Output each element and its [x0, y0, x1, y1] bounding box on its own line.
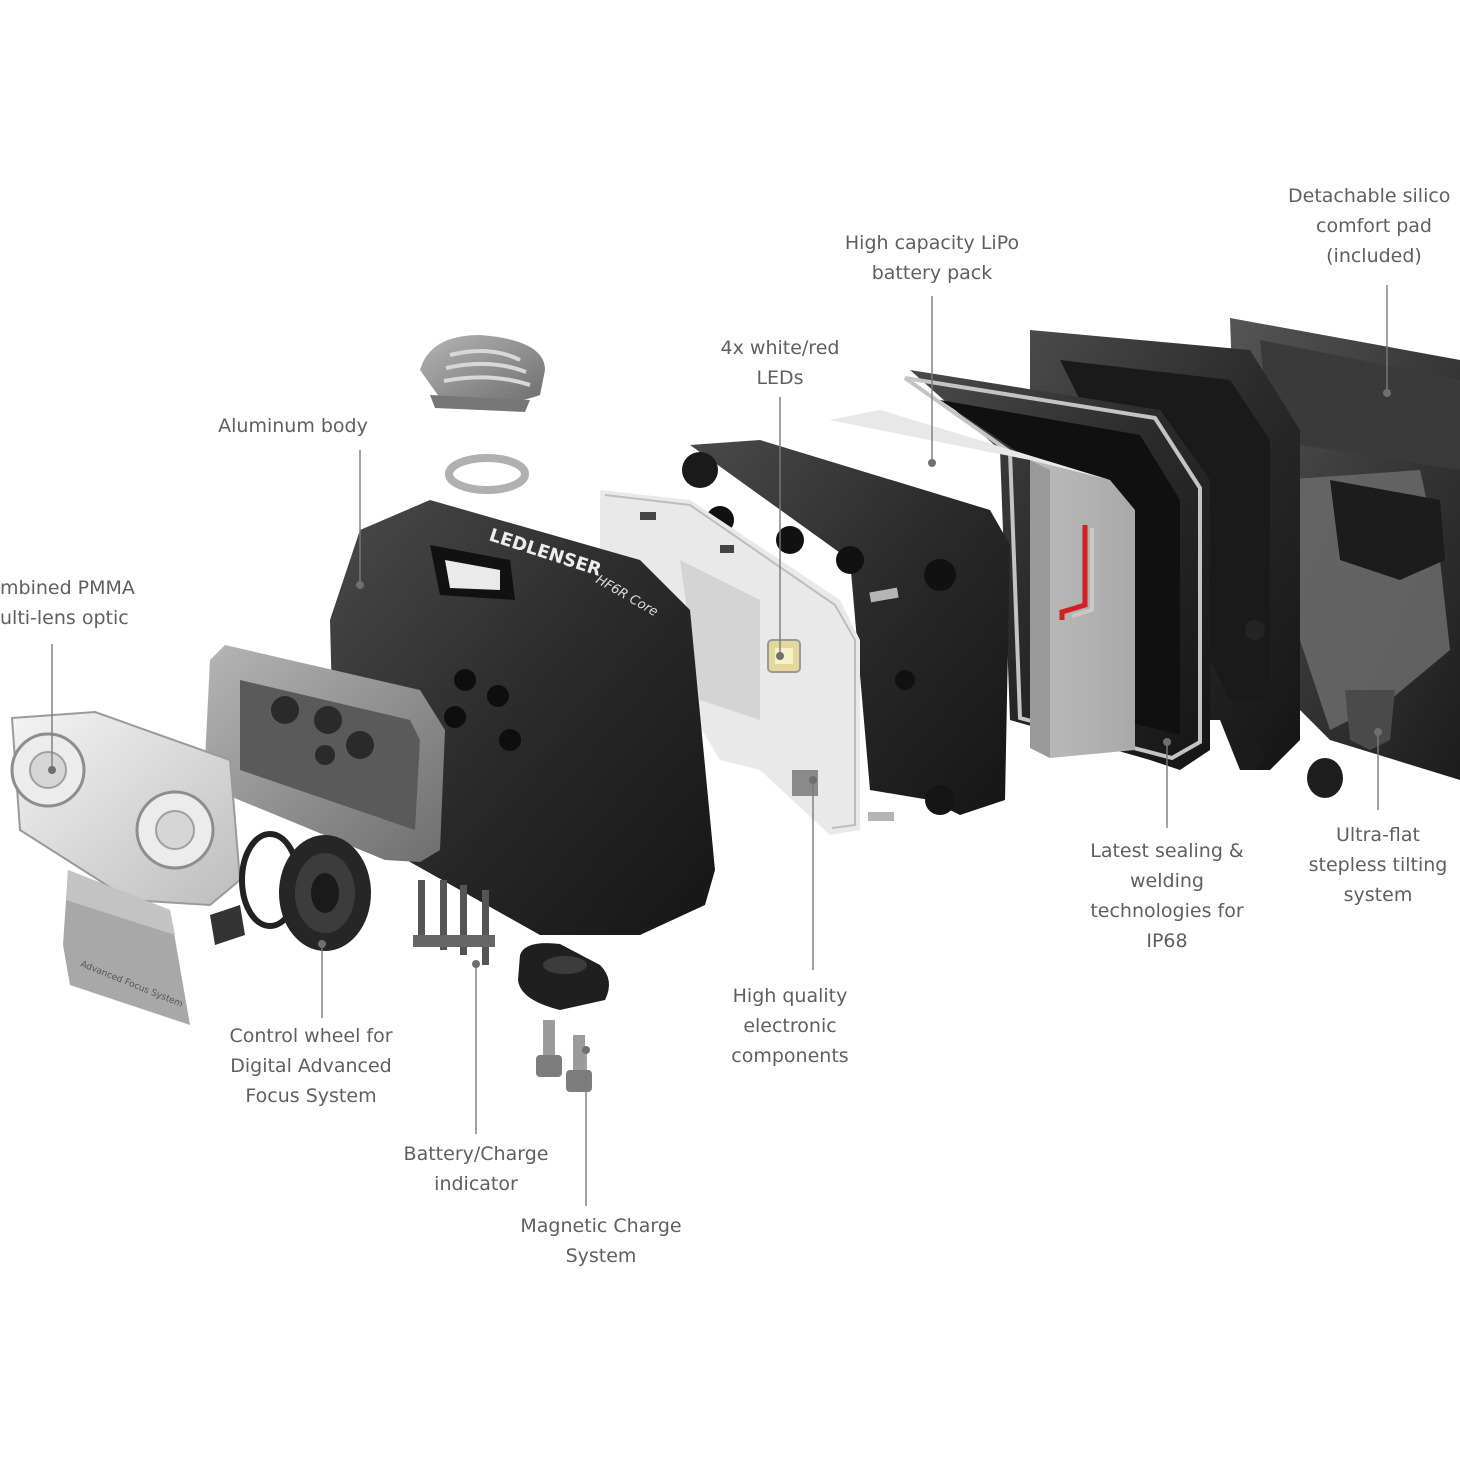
- label-sealing-line-3: technologies for: [1090, 900, 1244, 922]
- label-aluminum-body: Aluminum body: [203, 411, 383, 441]
- label-control-line-2: Digital Advanced: [230, 1055, 392, 1077]
- leader-dot-lipo: [928, 459, 936, 467]
- label-sealing-line-4: IP68: [1146, 930, 1188, 952]
- label-pmma-line-1: mbined PMMA: [0, 577, 135, 599]
- label-pad-line-2: comfort pad: [1316, 215, 1432, 237]
- button-cap: [420, 335, 545, 412]
- leader-dot-pmma: [48, 766, 56, 774]
- pmma-optic: [10, 710, 242, 907]
- led-circuit-board: [600, 490, 860, 835]
- leader-dot-magnetic: [582, 1046, 590, 1054]
- lipo-battery-pack: [830, 410, 1135, 758]
- control-wheel: [210, 831, 371, 951]
- magnetic-charge-contacts: [518, 943, 609, 1092]
- label-lipo-battery: High capacity LiPo battery pack: [822, 228, 1042, 288]
- label-pmma-optic: mbined PMMA ulti-lens optic: [0, 573, 135, 633]
- label-pad-line-1: Detachable silico: [1288, 185, 1451, 207]
- tilt-knob: [1307, 758, 1343, 798]
- leader-dot-control: [318, 940, 326, 948]
- label-pmma-line-2: ulti-lens optic: [0, 607, 129, 629]
- label-pad-line-3: (included): [1326, 245, 1422, 267]
- label-electronics-line-2: electronic: [743, 1015, 837, 1037]
- label-battery-line-1: Battery/Charge: [403, 1143, 549, 1165]
- label-magnetic-line-1: Magnetic Charge: [520, 1215, 682, 1237]
- leader-dot-electronics: [809, 776, 817, 784]
- leader-dot-sealing: [1163, 738, 1171, 746]
- label-control-line-3: Focus System: [245, 1085, 377, 1107]
- label-electronics-line-1: High quality: [732, 985, 848, 1007]
- indicator-light-pipes: [413, 880, 495, 965]
- label-sealing-line-1: Latest sealing &: [1090, 840, 1244, 862]
- leader-dot-battery: [472, 960, 480, 968]
- label-control-line-1: Control wheel for: [229, 1025, 393, 1047]
- leader-dot-tilt: [1374, 728, 1382, 736]
- label-sealing: Latest sealing & welding technologies fo…: [1067, 836, 1267, 956]
- label-battery-line-2: indicator: [434, 1173, 518, 1195]
- label-control-wheel: Control wheel for Digital Advanced Focus…: [205, 1021, 417, 1111]
- seal-ring: [445, 454, 529, 494]
- label-battery-indicator: Battery/Charge indicator: [381, 1139, 571, 1199]
- label-magnetic-line-2: System: [565, 1245, 637, 1267]
- leader-dot-pad: [1383, 389, 1391, 397]
- label-comfort-pad: Detachable silico comfort pad (included): [1288, 181, 1460, 271]
- label-tilt-line-3: system: [1343, 884, 1413, 906]
- label-tilt-line-1: Ultra-flat: [1335, 824, 1420, 846]
- focus-cap: Advanced Focus System: [63, 870, 190, 1025]
- label-magnetic-charge: Magnetic Charge System: [501, 1211, 701, 1271]
- label-tilt-line-2: stepless tilting: [1308, 854, 1448, 876]
- label-leds-line-1: 4x white/red: [720, 337, 840, 359]
- label-lipo-line-1: High capacity LiPo: [844, 232, 1020, 254]
- label-tilt-system: Ultra-flat stepless tilting system: [1293, 820, 1460, 910]
- label-leds: 4x white/red LEDs: [690, 333, 870, 393]
- label-leds-line-2: LEDs: [756, 367, 804, 389]
- label-lipo-line-2: battery pack: [871, 262, 993, 284]
- label-electronics-line-3: components: [731, 1045, 849, 1067]
- leader-dot-leds: [776, 652, 784, 660]
- leader-dot-aluminum: [356, 581, 364, 589]
- label-electronics: High quality electronic components: [700, 981, 880, 1071]
- front-bezel: [205, 645, 445, 862]
- label-sealing-line-2: welding: [1130, 870, 1204, 892]
- label-aluminum-line-1: Aluminum body: [218, 415, 368, 437]
